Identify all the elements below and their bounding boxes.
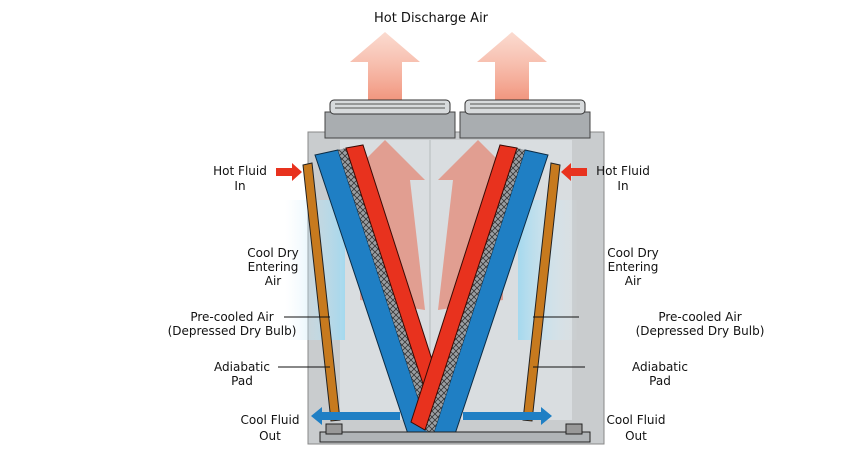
- hot-fluid-in-arrow-right: [561, 163, 587, 181]
- cool-fluid-out-arrow-right: [463, 407, 552, 425]
- coil-fins-right: [425, 148, 525, 435]
- hot-air-arrow-left: [350, 32, 420, 100]
- cool-fluid-out-arrow-left: [311, 407, 400, 425]
- base-frame: [319, 431, 591, 443]
- coil-fins-left: [338, 148, 438, 435]
- leader-lines: [278, 316, 585, 368]
- fan-left: [324, 99, 456, 139]
- hot-fluid-in-arrow-left: [276, 163, 302, 181]
- hot-discharge-air-label: Hot Discharge Air: [374, 11, 489, 26]
- pre-cooled-air-label-right: Pre-cooled Air(Depressed Dry Bulb): [636, 310, 765, 338]
- hot-coil-right: [410, 144, 518, 431]
- hot-air-arrow-right: [477, 32, 547, 100]
- foot-left: [325, 423, 343, 435]
- fan-right: [459, 99, 591, 139]
- pre-cooled-air-label-left: Pre-cooled Air(Depressed Dry Bulb): [168, 310, 297, 338]
- foot-right: [565, 423, 583, 435]
